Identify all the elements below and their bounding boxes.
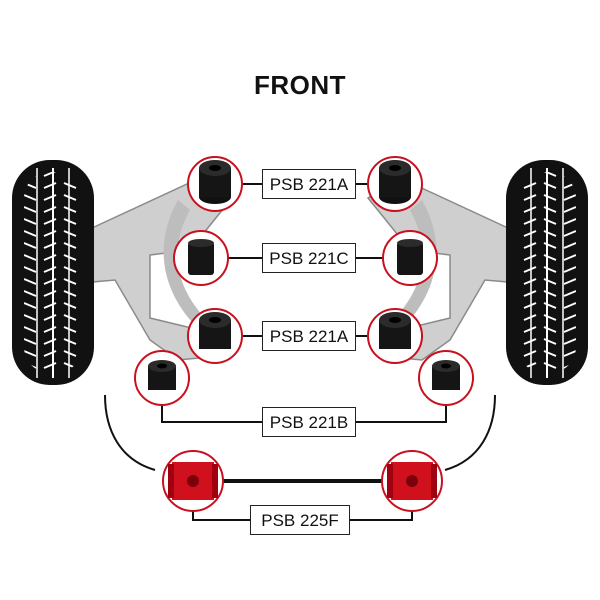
label-anti-roll-bar: PSB 225F [250, 505, 350, 535]
label-rear-mount: PSB 221B [262, 407, 356, 437]
bush-mid-right [382, 230, 438, 286]
connector-lines [104, 183, 496, 521]
label-lower-front: PSB 221A [262, 321, 356, 351]
red-bush-left [162, 450, 224, 512]
bush-rear-right [418, 350, 474, 406]
bush-mid-left [173, 230, 229, 286]
left-tyre [12, 160, 94, 385]
bush-lower-left [187, 308, 243, 364]
red-bush-right [381, 450, 443, 512]
bush-rear-left [134, 350, 190, 406]
right-tyre [506, 160, 588, 385]
bush-top-right [367, 156, 423, 212]
left-subframe-arm [163, 200, 212, 335]
bush-top-left [187, 156, 243, 212]
bush-lower-right [367, 308, 423, 364]
label-upper-rear: PSB 221C [262, 243, 356, 273]
right-subframe-arm [388, 200, 437, 335]
suspension-arms [91, 177, 509, 361]
label-upper-front: PSB 221A [262, 169, 356, 199]
page-title: FRONT [253, 70, 347, 100]
